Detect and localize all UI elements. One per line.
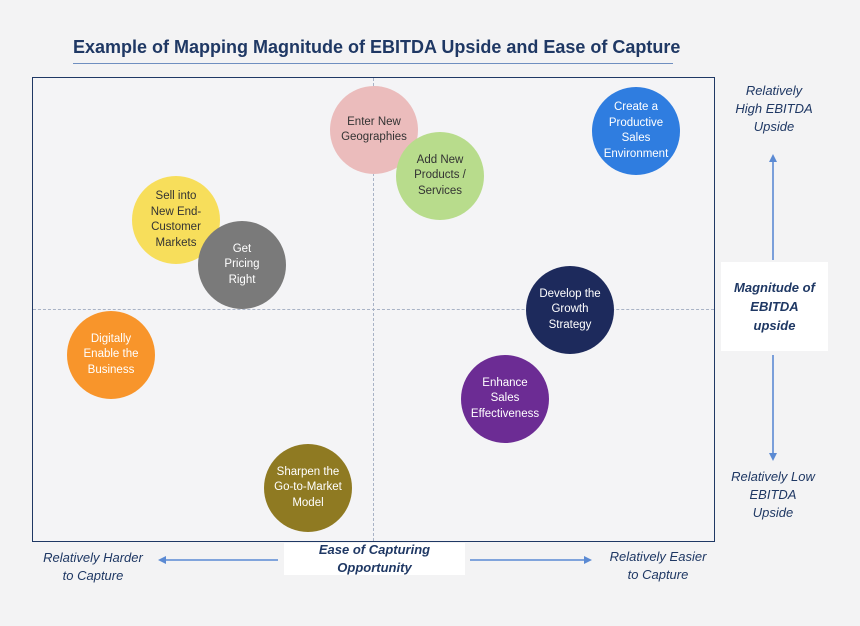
y-axis-bottom-label: Relatively Low EBITDA Upside: [731, 469, 815, 520]
title-underline: [73, 63, 673, 64]
x-axis-left-label: Relatively Harder to Capture: [43, 550, 143, 583]
bubble-add-new-products-services[interactable]: Add New Products / Services: [396, 132, 484, 220]
bubble-get-pricing-right[interactable]: Get Pricing Right: [198, 221, 286, 309]
horizontal-divider: [33, 309, 714, 310]
y-axis-top-label: Relatively High EBITDA Upside: [735, 83, 813, 134]
y-axis-title: Magnitude of EBITDA upside: [721, 262, 828, 351]
bubble-enhance-sales-effectiveness[interactable]: Enhance Sales Effectiveness: [461, 355, 549, 443]
bubble-develop-the-growth-strategy[interactable]: Develop the Growth Strategy: [526, 266, 614, 354]
x-axis-title: Ease of Capturing Opportunity: [284, 542, 465, 575]
bubble-digitally-enable-the-business[interactable]: Digitally Enable the Business: [67, 311, 155, 399]
page-title: Example of Mapping Magnitude of EBITDA U…: [73, 37, 681, 57]
bubble-create-productive-sales-environment[interactable]: Create a Productive Sales Environment: [592, 87, 680, 175]
x-axis-right-label: Relatively Easier to Capture: [609, 549, 707, 582]
bubble-sharpen-the-go-to-market-model[interactable]: Sharpen the Go-to-Market Model: [264, 444, 352, 532]
